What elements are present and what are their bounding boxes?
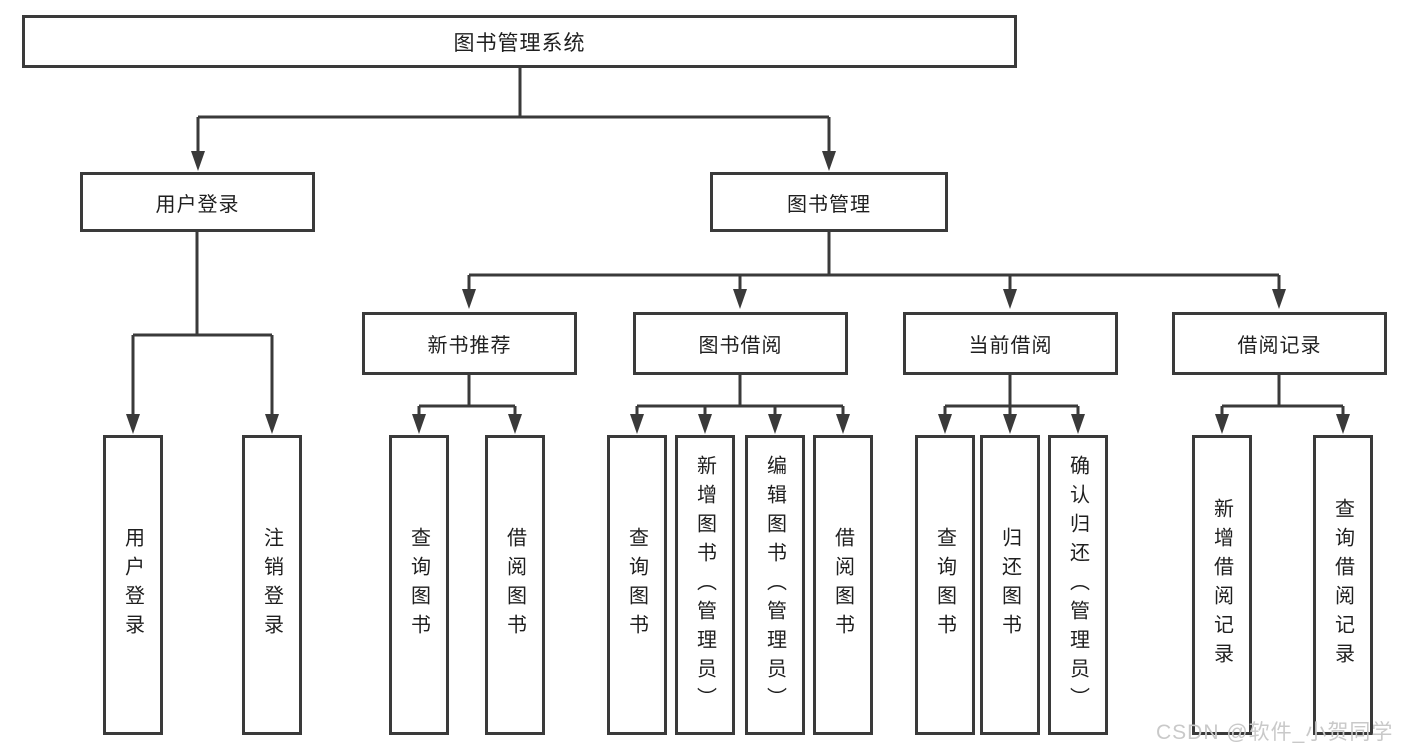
leaf-add-borrow-record: 新增借阅记录 <box>1192 435 1252 735</box>
leaf-query-books-2: 查询图书 <box>607 435 667 735</box>
arrow-down-icon <box>1336 414 1350 434</box>
leaf-query-books-1: 查询图书 <box>389 435 449 735</box>
connector-current-children <box>938 375 1085 434</box>
leaf-logout: 注销登录 <box>242 435 302 735</box>
node-book-borrowing: 图书借阅 <box>633 312 848 375</box>
leaf-borrow-books-2: 借阅图书 <box>813 435 873 735</box>
connector-recommend-children <box>412 375 522 434</box>
arrow-down-icon <box>630 414 644 434</box>
leaf-return-books: 归还图书 <box>980 435 1040 735</box>
arrow-down-icon <box>191 151 205 171</box>
node-user-login: 用户登录 <box>80 172 315 232</box>
node-new-book-recommend: 新书推荐 <box>362 312 577 375</box>
arrow-down-icon <box>126 414 140 434</box>
node-system-root: 图书管理系统 <box>22 15 1017 68</box>
arrow-down-icon <box>733 289 747 309</box>
arrow-down-icon <box>1215 414 1229 434</box>
connector-root-to-level2 <box>191 68 836 171</box>
arrow-down-icon <box>1272 289 1286 309</box>
csdn-watermark: CSDN @软件_小贺同学 <box>1156 721 1394 744</box>
arrow-down-icon <box>768 414 782 434</box>
arrow-down-icon <box>412 414 426 434</box>
leaf-query-borrow-record: 查询借阅记录 <box>1313 435 1373 735</box>
leaf-query-books-3: 查询图书 <box>915 435 975 735</box>
leaf-add-books-admin: 新增图书（管理员） <box>675 435 735 735</box>
arrow-down-icon <box>1003 289 1017 309</box>
arrow-down-icon <box>508 414 522 434</box>
arrow-down-icon <box>822 151 836 171</box>
node-borrowing-records: 借阅记录 <box>1172 312 1387 375</box>
arrow-down-icon <box>836 414 850 434</box>
arrow-down-icon <box>1003 414 1017 434</box>
leaf-edit-books-admin: 编辑图书（管理员） <box>745 435 805 735</box>
arrow-down-icon <box>938 414 952 434</box>
leaf-confirm-return-admin: 确认归还（管理员） <box>1048 435 1108 735</box>
arrow-down-icon <box>1071 414 1085 434</box>
node-book-management: 图书管理 <box>710 172 948 232</box>
leaf-user-login: 用户登录 <box>103 435 163 735</box>
connector-records-children <box>1215 375 1350 434</box>
arrow-down-icon <box>698 414 712 434</box>
connector-bookmgmt-to-level3 <box>462 232 1286 309</box>
arrow-down-icon <box>462 289 476 309</box>
connector-borrow-children <box>630 375 850 434</box>
leaf-borrow-books-1: 借阅图书 <box>485 435 545 735</box>
connector-userlogin-to-children <box>126 232 279 434</box>
node-current-borrowing: 当前借阅 <box>903 312 1118 375</box>
arrow-down-icon <box>265 414 279 434</box>
